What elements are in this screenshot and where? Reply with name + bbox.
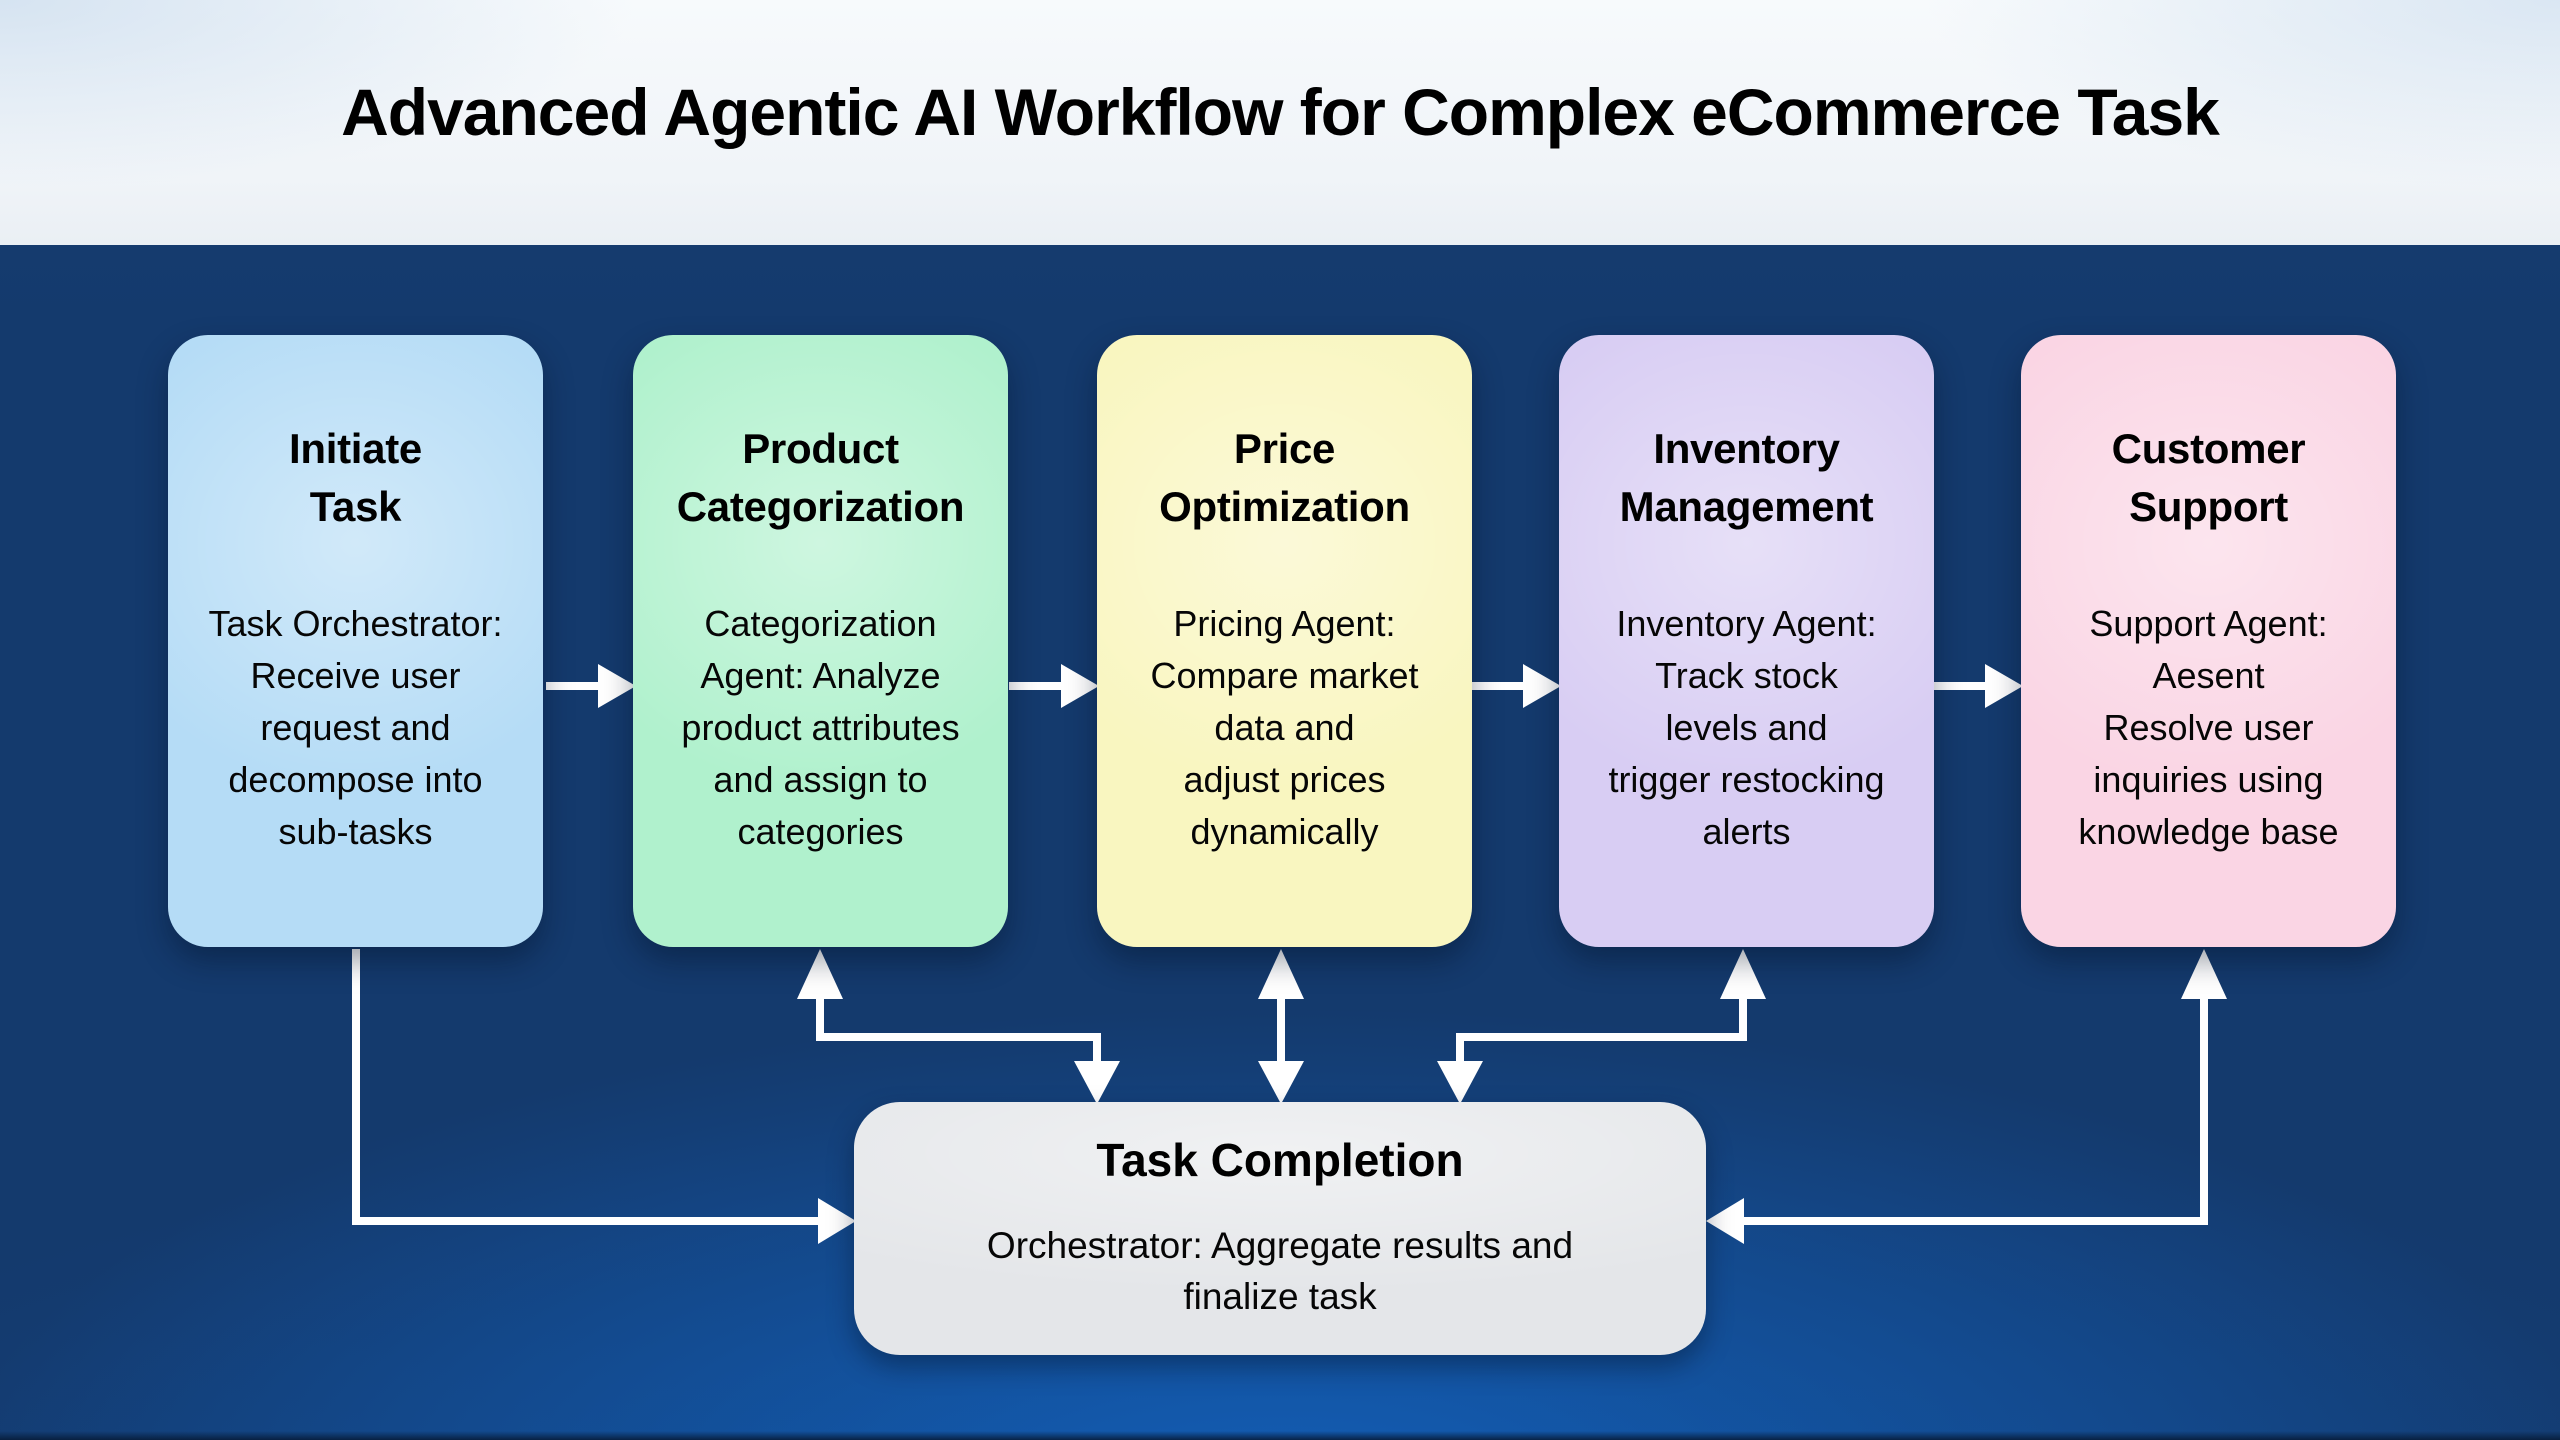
stage-box-inventory-management: Inventory Management Inventory Agent: Tr… <box>1559 335 1934 947</box>
stage-title: Product Categorization <box>676 425 965 530</box>
stage-title: Inventory Management <box>1619 425 1874 530</box>
stage-box-initiate-task: Initiate Task Task Orchestrator: Receive… <box>168 335 543 947</box>
stage-description: Inventory Agent: Track stock levels and … <box>1608 603 1885 852</box>
arrow-categorization-to-price <box>1009 664 1099 708</box>
stage-box-price-optimization: Price Optimization Pricing Agent: Compar… <box>1097 335 1472 947</box>
completion-box-task-completion: Task Completion Orchestrator: Aggregate … <box>854 1102 1706 1355</box>
stage-box-customer-support: Customer Support Support Agent: Aesent R… <box>2021 335 2396 947</box>
stage-description: Pricing Agent: Compare market data and a… <box>1150 603 1419 852</box>
stage-description: Support Agent: Aesent Resolve user inqui… <box>2078 603 2339 852</box>
arrow-price-to-inventory <box>1466 664 1561 708</box>
stage-title: Customer Support <box>2111 425 2306 530</box>
page-title: Advanced Agentic AI Workflow for Complex… <box>341 74 2220 149</box>
completion-title: Task Completion <box>1096 1134 1464 1186</box>
arrow-inventory-completion-bidirectional <box>1437 949 1766 1104</box>
arrow-inventory-to-support <box>1929 664 2023 708</box>
arrow-initiate-to-completion <box>352 949 856 1244</box>
arrow-categorization-completion-bidirectional <box>797 949 1120 1104</box>
title-band: Advanced Agentic AI Workflow for Complex… <box>0 0 2560 245</box>
stage-description: Categorization Agent: Analyze product at… <box>681 603 960 852</box>
arrow-initiate-to-categorization <box>546 664 636 708</box>
completion-description: Orchestrator: Aggregate results and fina… <box>986 1225 1574 1317</box>
stage-description: Task Orchestrator: Receive user request … <box>208 603 503 852</box>
stage-title: Initiate Task <box>289 425 422 530</box>
stage-title: Price Optimization <box>1159 425 1410 530</box>
stage-box-product-categorization: Product Categorization Categorization Ag… <box>633 335 1008 947</box>
arrow-support-completion-bidirectional <box>1706 949 2227 1244</box>
arrow-price-completion-bidirectional <box>1258 949 1304 1104</box>
